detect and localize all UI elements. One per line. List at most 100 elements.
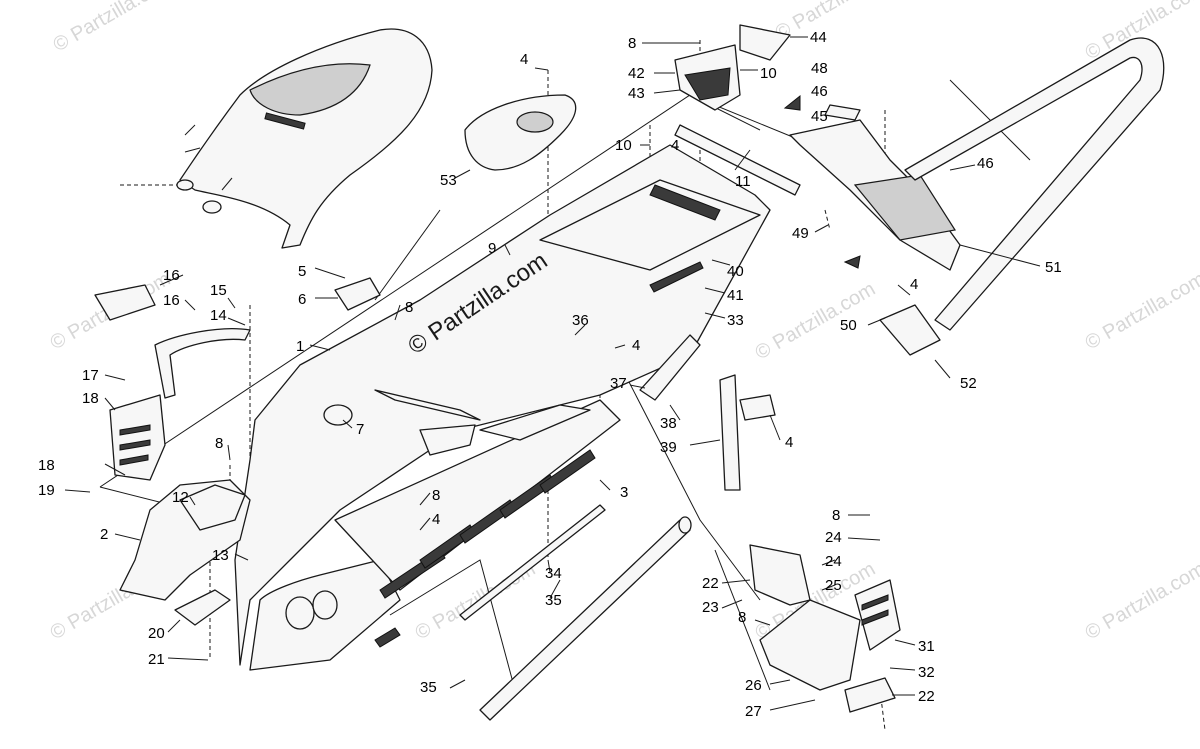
callout-10: 10 bbox=[760, 65, 777, 82]
callout-8: 8 bbox=[738, 609, 746, 626]
callout-10: 10 bbox=[615, 137, 632, 154]
callout-24: 23 bbox=[702, 599, 719, 616]
guard-vent-slat bbox=[861, 609, 889, 626]
footrest-bracket bbox=[419, 424, 476, 456]
callout-1: 1 bbox=[296, 338, 304, 355]
vent-slat bbox=[119, 424, 151, 436]
callout-30: 32 bbox=[918, 664, 935, 681]
callout-2: 2 bbox=[100, 526, 108, 543]
callout-31: 33 bbox=[727, 312, 744, 329]
running-board-plate bbox=[334, 399, 621, 591]
callout-4: 4 bbox=[910, 276, 918, 293]
callout-32: 34 bbox=[545, 565, 562, 582]
seat-assembly bbox=[176, 28, 433, 249]
callout-8: 8 bbox=[832, 507, 840, 524]
callout-45: 46 bbox=[977, 155, 994, 172]
running-board-cutout bbox=[539, 449, 596, 494]
callout-18: 17 bbox=[82, 367, 99, 384]
callout-4: 4 bbox=[520, 51, 528, 68]
tunnel-hole bbox=[312, 590, 338, 620]
callout-25: 24 bbox=[825, 553, 842, 570]
callout-3: 3 bbox=[620, 484, 628, 501]
watermark: © Partzilla.com bbox=[772, 0, 900, 44]
watermark: © Partzilla.com bbox=[50, 0, 178, 56]
rear-bracket-cap bbox=[739, 24, 791, 61]
tunnel-rail-strip bbox=[374, 389, 481, 421]
tunnel-assembly bbox=[234, 144, 771, 671]
grommet-cap bbox=[323, 404, 353, 426]
callout-33: 35 bbox=[545, 592, 562, 609]
left-hardware bbox=[94, 284, 251, 481]
guard-upper bbox=[749, 544, 811, 606]
guard-skid bbox=[844, 677, 896, 713]
running-board bbox=[334, 399, 621, 599]
callout-4: 4 bbox=[632, 337, 640, 354]
callout-8: 8 bbox=[628, 35, 636, 52]
tube-end bbox=[678, 516, 692, 534]
cover-plate bbox=[94, 284, 156, 321]
guard-vent-slat bbox=[861, 594, 889, 611]
front-mount-flange bbox=[179, 484, 246, 531]
tunnel-vent bbox=[374, 627, 401, 648]
rear-flap-assembly bbox=[789, 104, 961, 271]
rear-brace-bar bbox=[674, 124, 801, 196]
rear-flap-decal bbox=[853, 174, 956, 241]
callout-46: 49 bbox=[792, 225, 809, 242]
callout-35: 36 bbox=[572, 312, 589, 329]
watermark: © Partzilla.com bbox=[1082, 268, 1200, 354]
callout-36: 38 bbox=[660, 415, 677, 432]
watermark: © Partzilla.com bbox=[1082, 558, 1200, 644]
watermark: © Partzilla.com bbox=[752, 278, 880, 364]
rear-upper-bracket bbox=[674, 24, 801, 196]
callout-27: 26 bbox=[745, 677, 762, 694]
front-bracket bbox=[119, 479, 251, 601]
rear-bumper bbox=[904, 37, 1165, 331]
callout-6: 6 bbox=[298, 291, 306, 308]
callout-17: 16 bbox=[163, 292, 180, 309]
side-vent bbox=[109, 394, 166, 481]
callout-9: 9 bbox=[488, 240, 496, 257]
rear-bumper-loop bbox=[904, 37, 1165, 331]
callout-26: 25 bbox=[825, 577, 842, 594]
tube-bracket bbox=[154, 328, 251, 399]
callout-40: 42 bbox=[628, 65, 645, 82]
rod bbox=[459, 504, 606, 621]
rear-bracket-panel bbox=[684, 67, 731, 101]
callout-13: 13 bbox=[212, 547, 229, 564]
callout-48: 51 bbox=[1045, 259, 1062, 276]
callout-8: 8 bbox=[215, 435, 223, 452]
seat-mount-bolt bbox=[176, 179, 194, 191]
callout-39: 41 bbox=[727, 287, 744, 304]
callout-46: 48 bbox=[811, 60, 828, 77]
callout-15: 15 bbox=[210, 282, 227, 299]
cross-tube bbox=[479, 519, 691, 721]
callout-34: 35 bbox=[420, 679, 437, 696]
bumper-tube bbox=[459, 504, 692, 721]
callout-21: 20 bbox=[148, 625, 165, 642]
tunnel-logo-decal bbox=[649, 184, 721, 221]
callout-43: 45 bbox=[811, 108, 828, 125]
side-trim bbox=[639, 334, 776, 491]
callout-8: 8 bbox=[405, 299, 413, 316]
hitch-bracket bbox=[879, 304, 941, 356]
seat-cover bbox=[179, 28, 433, 249]
callout-4: 4 bbox=[671, 137, 679, 154]
seat-handle-slot bbox=[264, 112, 306, 130]
callout-19: 18 bbox=[82, 390, 99, 407]
callout-42: 44 bbox=[810, 29, 827, 46]
callout-18: 18 bbox=[38, 457, 55, 474]
callout-37: 39 bbox=[660, 439, 677, 456]
tunnel-hole bbox=[285, 596, 315, 630]
side-trim-panel bbox=[639, 334, 701, 401]
callout-29: 31 bbox=[918, 638, 935, 655]
vent-cover bbox=[334, 277, 381, 311]
callout-24: 24 bbox=[825, 529, 842, 546]
tool-bag-pocket bbox=[516, 111, 554, 133]
callout-22: 21 bbox=[148, 651, 165, 668]
tool-bag bbox=[464, 94, 577, 171]
callout-23: 22 bbox=[702, 575, 719, 592]
callout-4: 4 bbox=[432, 511, 440, 528]
direction-arrow bbox=[843, 255, 861, 269]
